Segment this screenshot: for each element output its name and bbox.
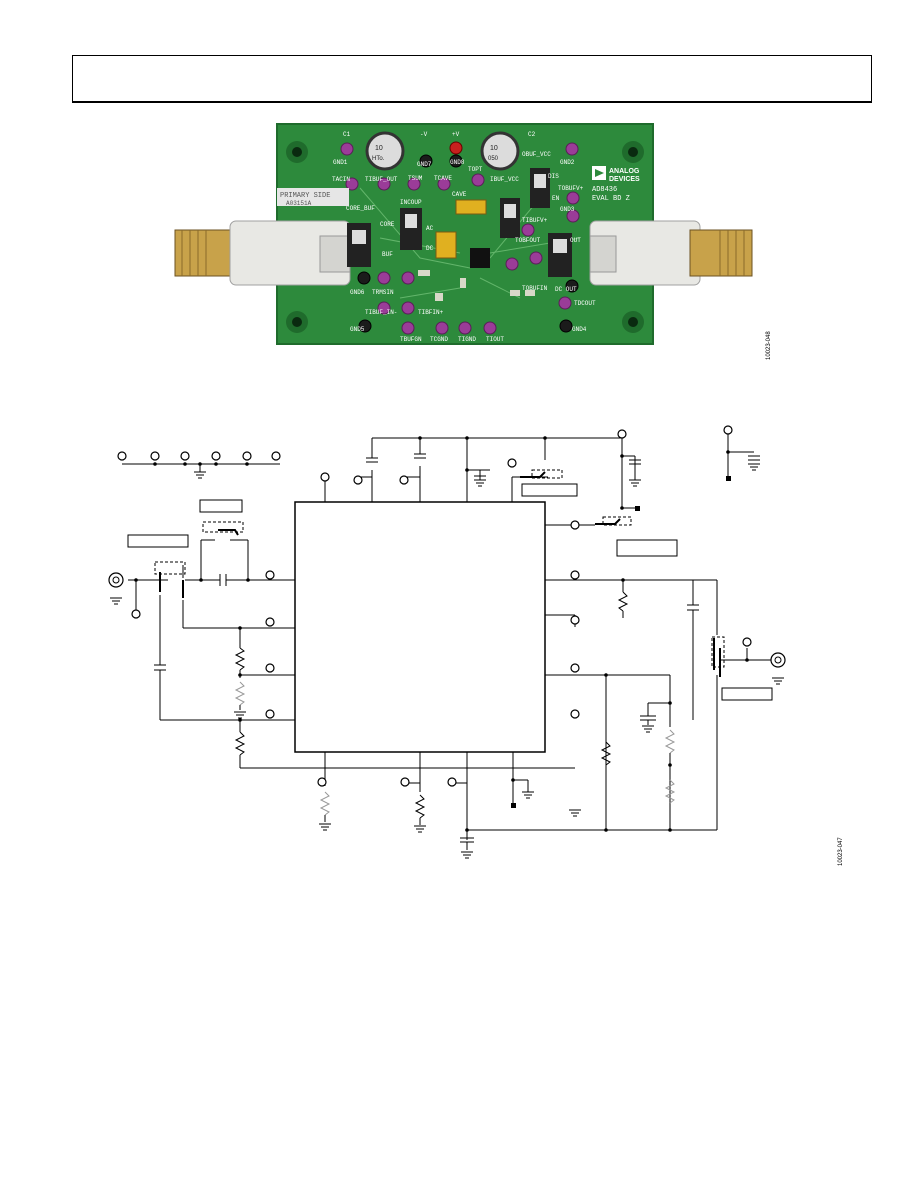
label-incoup: INCOUP (400, 199, 422, 206)
label-tibufv-plus: TIBUFV+ (522, 217, 548, 224)
label-tiout: TIOUT (486, 336, 504, 343)
analog-devices-logo: ANALOG DEVICES (592, 166, 640, 183)
label-topt: TOPT (468, 166, 483, 173)
label-tobfout: TOBFOUT (515, 237, 541, 244)
label-gnd5: GND5 (350, 326, 365, 333)
board-model: AD8436 (592, 186, 617, 194)
label-part-code: A03151A (286, 200, 312, 207)
label-tdcout: TDCOUT (574, 300, 596, 307)
label-plus-v: +V (452, 131, 460, 138)
cap-c1-value: 10 (375, 145, 383, 152)
label-ac: AC (426, 225, 434, 232)
cap-c2-text: 050 (488, 156, 499, 162)
label-tbufgn: TBUFGN (400, 336, 422, 343)
label-tibuf-in-minus: TIBUF_IN- (365, 309, 397, 316)
label-tobufv-plus: TOBUFV+ (558, 185, 584, 192)
label-out: OUT (570, 237, 581, 244)
label-en: EN (552, 195, 560, 202)
label-tibuf-out: TIBUF_OUT (365, 176, 398, 183)
label-tcave: TCAVE (434, 175, 452, 182)
label-dc-out: DC OUT (555, 286, 577, 293)
label-tcgnd: TCGND (430, 336, 448, 343)
label-gnd3: GND3 (560, 206, 575, 213)
label-tobufin: TOBUFIN (522, 285, 548, 292)
label-c2: C2 (528, 131, 536, 138)
page-header-box (72, 55, 872, 103)
label-tigng: TIGND (458, 336, 476, 343)
schematic-figure-id: 10023-047 (838, 837, 844, 866)
label-dc: DC (426, 245, 434, 252)
label-ibuf-vcc: IBUF_VCC (490, 176, 519, 183)
label-tibfin-plus: TIBFIN+ (418, 309, 444, 316)
label-gnd8: GND8 (450, 159, 465, 166)
label-gnd6: GND6 (350, 289, 365, 296)
label-tacin: TACIN (332, 176, 350, 183)
label-gnd7: GND7 (417, 161, 432, 168)
label-cave: CAVE (452, 191, 467, 198)
label-minus-v: -V (420, 131, 428, 138)
label-gnd4: GND4 (572, 326, 587, 333)
brand-line-2: DEVICES (609, 176, 640, 183)
label-primary-side: PRIMARY SIDE (280, 192, 330, 200)
cap-c1-text: HTo. (372, 156, 385, 162)
label-c1: C1 (343, 131, 351, 138)
label-dis: DIS (548, 173, 559, 180)
label-trmsin: TRMSIN (372, 289, 394, 296)
label-gnd2: GND2 (560, 159, 575, 166)
label-gnd1: GND1 (333, 159, 348, 166)
evaluation-board-photo: 10 HTo. 10 050 C1 -V +V C2 GND1 GND7 GND… (174, 123, 753, 345)
evaluation-board-schematic (108, 425, 786, 859)
board-eval-label: EVAL BD Z (592, 195, 630, 203)
label-obuf-vcc: OBUF_VCC (522, 151, 551, 158)
label-buf: BUF (382, 251, 393, 258)
label-core: CORE (380, 221, 395, 228)
photo-figure-id: 10023-048 (766, 331, 772, 360)
label-tsum: TSUM (408, 175, 423, 182)
cap-c2-value: 10 (490, 145, 498, 152)
label-core-buf: CORE_BUF (346, 205, 375, 212)
brand-line-1: ANALOG (609, 168, 640, 175)
